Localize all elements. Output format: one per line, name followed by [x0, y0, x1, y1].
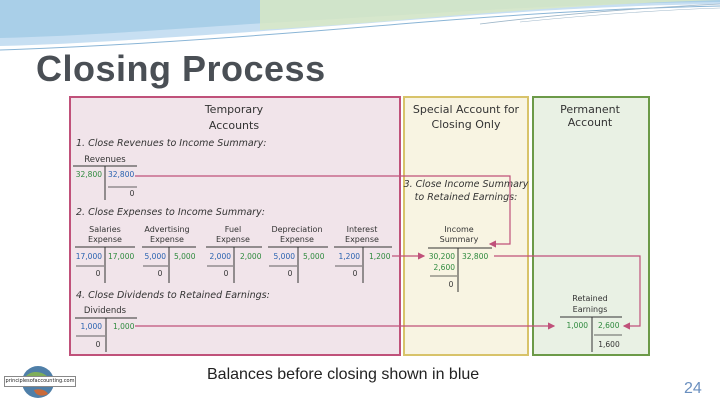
retained-earnings-t-account: Retained Earnings 1,000 2,600 1,600	[560, 294, 622, 352]
retained-earnings-name-2: Earnings	[573, 305, 608, 314]
salaries-balance: 0	[96, 269, 101, 278]
income-summary-closing-arrow	[494, 255, 641, 330]
interest-credit: 1,200	[369, 252, 391, 261]
advertising-name-2: Expense	[150, 235, 184, 244]
slide-title: Closing Process	[36, 48, 326, 89]
permanent-account-panel	[532, 96, 650, 356]
depreciation-balance: 0	[288, 269, 293, 278]
depreciation-name-2: Expense	[280, 235, 314, 244]
salaries-name-1: Salaries	[89, 225, 121, 234]
fuel-name-1: Fuel	[225, 225, 241, 234]
step-1-label: 1. Close Revenues to Income Summary:	[76, 138, 266, 149]
revenues-name: Revenues	[84, 155, 126, 165]
revenues-closing-arrow	[392, 175, 511, 248]
interest-expense-t-account: Interest Expense 1,200 1,200 0	[334, 225, 392, 283]
retained-earnings-credit: 2,600	[598, 321, 620, 330]
depreciation-credit: 5,000	[303, 252, 325, 261]
retained-earnings-name-1: Retained	[572, 294, 607, 303]
header-wave-decoration	[0, 0, 720, 51]
income-summary-name-2: Summary	[440, 235, 479, 244]
special-header-line1: Special Account for	[413, 103, 520, 116]
income-summary-name-1: Income	[444, 225, 474, 234]
fuel-credit: 2,000	[240, 252, 262, 261]
special-header-line2: Closing Only	[432, 118, 501, 131]
retained-earnings-balance: 1,600	[598, 340, 620, 349]
depreciation-debit: 5,000	[274, 252, 296, 261]
revenues-t-account: Revenues 32,800 32,800 0	[73, 155, 137, 200]
advertising-debit: 5,000	[145, 252, 167, 261]
revenues-credit: 32,800	[108, 170, 134, 179]
step-2-label: 2. Close Expenses to Income Summary:	[76, 207, 265, 218]
fuel-debit: 2,000	[210, 252, 232, 261]
salaries-expense-t-account: Salaries Expense 17,000 17,000 0	[75, 225, 135, 283]
income-summary-debit: 30,200	[429, 252, 455, 261]
fuel-name-2: Expense	[216, 235, 250, 244]
depreciation-name-1: Depreciation	[271, 225, 322, 234]
income-summary-t-account: Income Summary 30,200 32,800 2,600 0	[428, 225, 492, 292]
step-4-label: 4. Close Dividends to Retained Earnings:	[76, 290, 270, 301]
income-summary-balance: 0	[449, 280, 454, 289]
advertising-credit: 5,000	[174, 252, 196, 261]
interest-balance: 0	[353, 269, 358, 278]
dividends-name: Dividends	[84, 306, 127, 316]
dividends-debit: 1,000	[81, 322, 103, 331]
interest-debit: 1,200	[339, 252, 361, 261]
revenues-debit: 32,800	[76, 170, 102, 179]
interest-name-1: Interest	[347, 225, 378, 234]
fuel-expense-t-account: Fuel Expense 2,000 2,000 0	[206, 225, 262, 283]
revenues-balance: 0	[130, 189, 135, 198]
special-account-panel	[403, 96, 529, 356]
temporary-accounts-panel	[69, 96, 401, 356]
depreciation-expense-t-account: Depreciation Expense 5,000 5,000 0	[268, 225, 328, 283]
step-3-label-line1: 3. Close Income Summary	[404, 179, 529, 190]
advertising-expense-t-account: Advertising Expense 5,000 5,000 0	[142, 225, 196, 283]
permanent-header-line1: Permanent	[560, 103, 621, 116]
dividends-credit: 1,000	[113, 322, 135, 331]
fuel-balance: 0	[224, 269, 229, 278]
temporary-header-line2: Accounts	[209, 119, 259, 132]
permanent-header-line2: Account	[568, 116, 613, 129]
slide-caption: Balances before closing shown in blue	[207, 366, 480, 383]
income-summary-debit-2: 2,600	[434, 263, 456, 272]
advertising-balance: 0	[158, 269, 163, 278]
dividends-t-account: Dividends 1,000 1,000 0	[75, 306, 137, 352]
temporary-header-line1: Temporary	[204, 103, 264, 116]
salaries-name-2: Expense	[88, 235, 122, 244]
retained-earnings-debit: 1,000	[567, 321, 589, 330]
step-3-label-line2: to Retained Earnings:	[415, 192, 518, 203]
salaries-credit: 17,000	[108, 252, 134, 261]
interest-name-2: Expense	[345, 235, 379, 244]
logo-text: principlesofaccounting.com	[4, 376, 76, 387]
dividends-balance: 0	[96, 340, 101, 349]
page-number: 24	[684, 380, 702, 397]
salaries-debit: 17,000	[76, 252, 102, 261]
income-summary-credit: 32,800	[462, 252, 488, 261]
advertising-name-1: Advertising	[144, 225, 189, 234]
